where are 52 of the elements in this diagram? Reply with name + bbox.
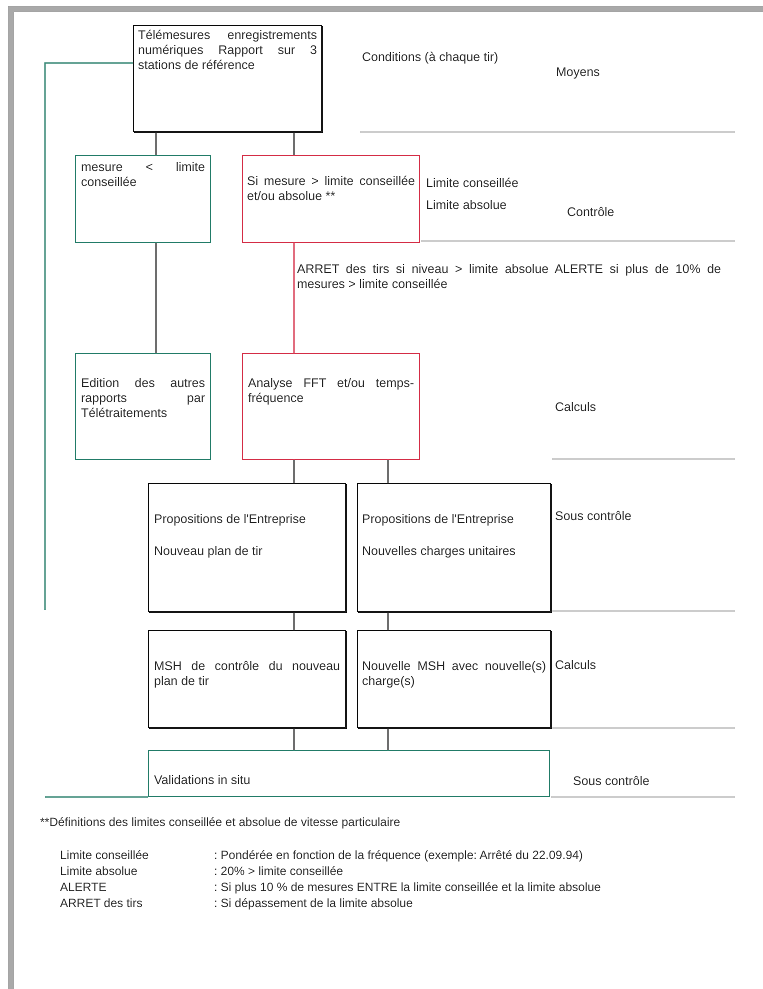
connector-line <box>293 132 295 155</box>
process-box <box>148 483 346 612</box>
box-text: Nouvelles charges unitaires <box>362 544 517 559</box>
box-text: Nouvelle MSH avec nouvelle(s) charge(s) <box>362 659 546 689</box>
box-text: Validations in situ <box>154 773 252 788</box>
connector-line <box>293 460 295 483</box>
connector-line <box>293 612 295 630</box>
term-text: Limite conseillée <box>60 848 149 863</box>
connector-line <box>387 460 389 483</box>
term-text: ALERTE <box>60 880 106 895</box>
box-text: mesure < limite conseillée <box>81 160 205 190</box>
process-box <box>133 25 322 132</box>
process-box <box>357 483 551 612</box>
definition-text: : Pondérée en fonction de la fréquence (exemple: Arrêté du 22.09.94) <box>214 848 583 863</box>
side-label: Limite absolue <box>426 198 507 213</box>
process-box <box>242 353 420 460</box>
side-label: Calculs <box>555 400 596 415</box>
process-box <box>75 155 211 243</box>
side-label: Contrôle <box>567 205 614 220</box>
definition-text: : 20% > limite conseillée <box>214 864 344 879</box>
box-text: Télémesures enregistrements numériques Rapport sur 3 stations de référence <box>138 28 317 73</box>
box-text: Analyse FFT et/ou temps-fréquence <box>248 376 414 406</box>
definition-text: : Si dépassement de la limite absolue <box>214 896 413 911</box>
side-label: Sous contrôle <box>573 774 650 789</box>
connector-line <box>155 132 157 155</box>
connector-line <box>293 728 295 750</box>
box-text: Propositions de l'Entreprise <box>154 512 307 527</box>
side-label: Limite conseillée <box>426 176 518 191</box>
connector-line <box>387 728 389 750</box>
term-text: ARRET des tirs <box>60 896 142 911</box>
process-box <box>148 750 550 797</box>
process-box <box>75 353 211 460</box>
process-box <box>242 155 420 243</box>
connector-line <box>155 243 157 353</box>
connector-line <box>45 796 148 798</box>
connector-line <box>293 243 295 353</box>
box-text: Propositions de l'Entreprise <box>362 512 515 527</box>
process-box <box>357 630 551 728</box>
connector-line <box>387 612 389 630</box>
side-label: Sous contrôle <box>555 509 632 524</box>
box-text: Nouveau plan de tir <box>154 544 264 559</box>
box-text: Si mesure > limite conseillée et/ou absolue ** <box>247 174 415 204</box>
box-text: MSH de contrôle du nouveau plan de tir <box>154 659 340 689</box>
definition-text: : Si plus 10 % de mesures ENTRE la limite conseillée et la limite absolue <box>214 880 601 895</box>
process-box <box>148 630 346 728</box>
term-text: Limite absolue <box>60 864 138 879</box>
box-text: Edition des autres rapports par Télétraitements <box>81 376 205 421</box>
footnote: **Définitions des limites conseillée et absolue de vitesse particulaire <box>40 815 400 830</box>
side-label: Calculs <box>555 658 596 673</box>
connector-line <box>44 62 133 610</box>
side-label: Moyens <box>556 65 600 80</box>
side-label: Conditions (à chaque tir) <box>362 50 500 65</box>
